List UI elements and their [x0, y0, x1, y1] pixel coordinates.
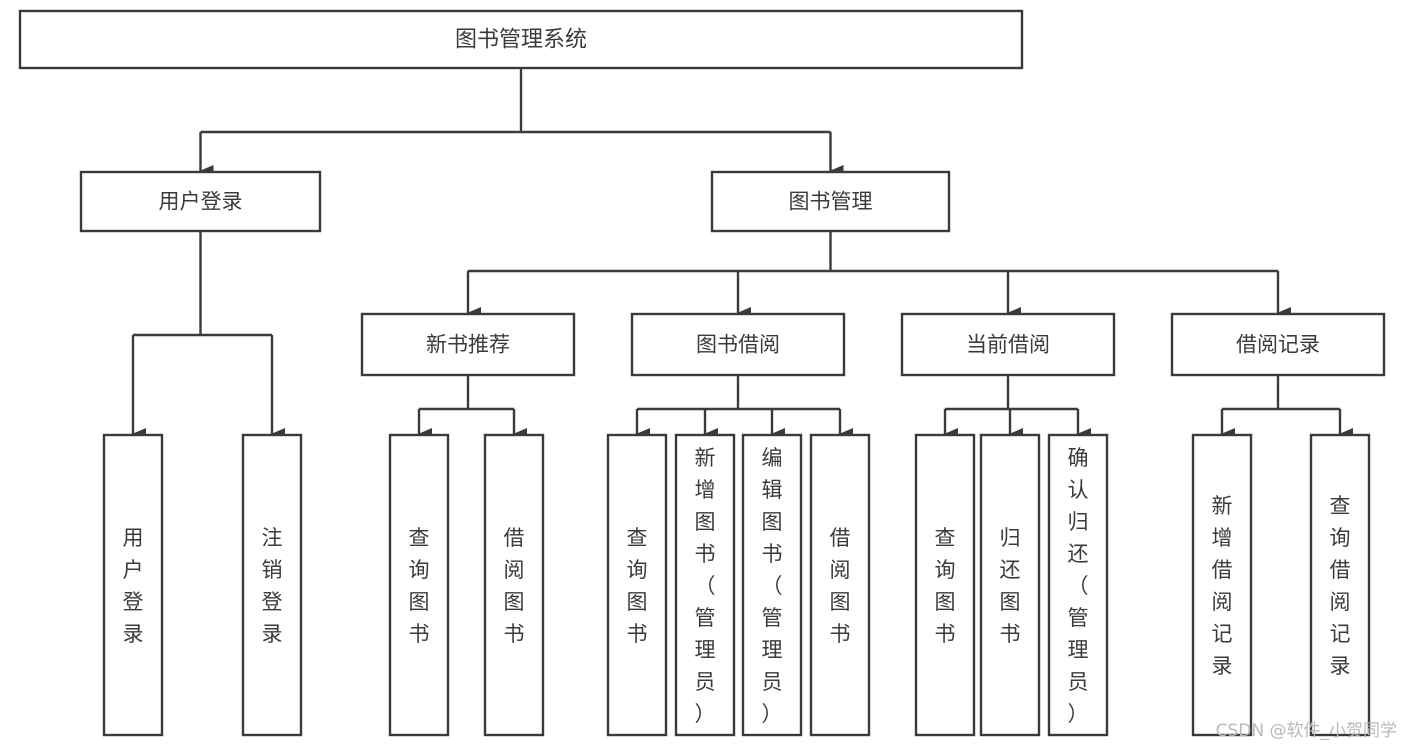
node-leaf-borrow-book[interactable]: 借阅图书: [809, 433, 871, 737]
node-leaf-edit-book[interactable]: 编辑图书（管理员）: [741, 433, 803, 737]
node-box-leaf-borrow-book: [809, 433, 871, 737]
node-leaf-confirm-return[interactable]: 确认归还（管理员）: [1047, 433, 1109, 737]
node-label-book-borrow: 图书借阅: [696, 333, 780, 357]
node-book-management[interactable]: 图书管理: [710, 170, 951, 233]
node-box-leaf-add-record: [1191, 433, 1253, 737]
node-label-leaf-query-record: 查询借阅记录: [1330, 494, 1351, 678]
node-leaf-borrow-book-rec[interactable]: 借阅图书: [483, 433, 545, 737]
node-label-leaf-user-login: 用户登录: [123, 526, 144, 646]
node-box-user-login: [79, 170, 322, 233]
node-box-leaf-query-book-current: [914, 433, 976, 737]
node-label-leaf-query-book-current: 查询图书: [935, 526, 956, 646]
node-box-leaf-add-book: [674, 433, 736, 737]
node-box-new-book-recommend: [360, 312, 576, 377]
node-label-root: 图书管理系统: [455, 28, 587, 53]
node-box-leaf-confirm-return: [1047, 433, 1109, 737]
node-leaf-return-book[interactable]: 归还图书: [979, 433, 1041, 737]
node-leaf-query-book-rec[interactable]: 查询图书: [388, 433, 450, 737]
node-leaf-query-book-borrow[interactable]: 查询图书: [606, 433, 668, 737]
connector-layer: [131, 68, 1353, 440]
node-label-book-management: 图书管理: [789, 190, 873, 214]
node-label-new-book-recommend: 新书推荐: [426, 333, 510, 357]
node-layer: 图书管理系统用户登录图书管理新书推荐图书借阅当前借阅借阅记录用户登录注销登录查询…: [18, 9, 1386, 737]
node-current-borrow[interactable]: 当前借阅: [900, 312, 1116, 377]
node-box-root: [18, 9, 1024, 70]
watermark-label: CSDN @软件_小贺同学: [1215, 721, 1397, 741]
node-label-leaf-add-book: 新增图书（管理员）: [695, 446, 716, 726]
node-user-login[interactable]: 用户登录: [79, 170, 322, 233]
node-box-current-borrow: [900, 312, 1116, 377]
node-label-leaf-query-book-rec: 查询图书: [409, 526, 430, 646]
node-box-leaf-return-book: [979, 433, 1041, 737]
node-label-user-login: 用户登录: [159, 190, 243, 214]
node-new-book-recommend[interactable]: 新书推荐: [360, 312, 576, 377]
node-label-leaf-edit-book: 编辑图书（管理员）: [762, 446, 783, 726]
node-box-leaf-query-record: [1309, 433, 1371, 737]
node-box-leaf-logout: [241, 433, 303, 737]
node-book-borrow[interactable]: 图书借阅: [630, 312, 846, 377]
node-label-leaf-add-record: 新增借阅记录: [1212, 494, 1233, 678]
node-leaf-user-login[interactable]: 用户登录: [102, 433, 164, 737]
node-root[interactable]: 图书管理系统: [18, 9, 1024, 70]
node-label-borrow-record: 借阅记录: [1236, 333, 1320, 357]
node-box-borrow-record: [1170, 312, 1386, 377]
node-borrow-record[interactable]: 借阅记录: [1170, 312, 1386, 377]
node-leaf-logout[interactable]: 注销登录: [241, 433, 303, 737]
node-box-leaf-query-book-rec: [388, 433, 450, 737]
node-label-leaf-logout: 注销登录: [262, 526, 283, 646]
node-box-book-management: [710, 170, 951, 233]
node-box-leaf-borrow-book-rec: [483, 433, 545, 737]
node-leaf-query-record[interactable]: 查询借阅记录: [1309, 433, 1371, 737]
node-leaf-add-book[interactable]: 新增图书（管理员）: [674, 433, 736, 737]
node-box-book-borrow: [630, 312, 846, 377]
node-label-leaf-confirm-return: 确认归还（管理员）: [1068, 446, 1089, 726]
node-label-leaf-borrow-book-rec: 借阅图书: [504, 526, 525, 646]
node-label-current-borrow: 当前借阅: [966, 333, 1050, 357]
node-leaf-add-record[interactable]: 新增借阅记录: [1191, 433, 1253, 737]
node-label-leaf-query-book-borrow: 查询图书: [627, 526, 648, 646]
node-box-leaf-query-book-borrow: [606, 433, 668, 737]
node-box-leaf-edit-book: [741, 433, 803, 737]
node-box-leaf-user-login: [102, 433, 164, 737]
node-label-leaf-borrow-book: 借阅图书: [830, 526, 851, 646]
node-leaf-query-book-current[interactable]: 查询图书: [914, 433, 976, 737]
node-label-leaf-return-book: 归还图书: [1000, 526, 1021, 646]
